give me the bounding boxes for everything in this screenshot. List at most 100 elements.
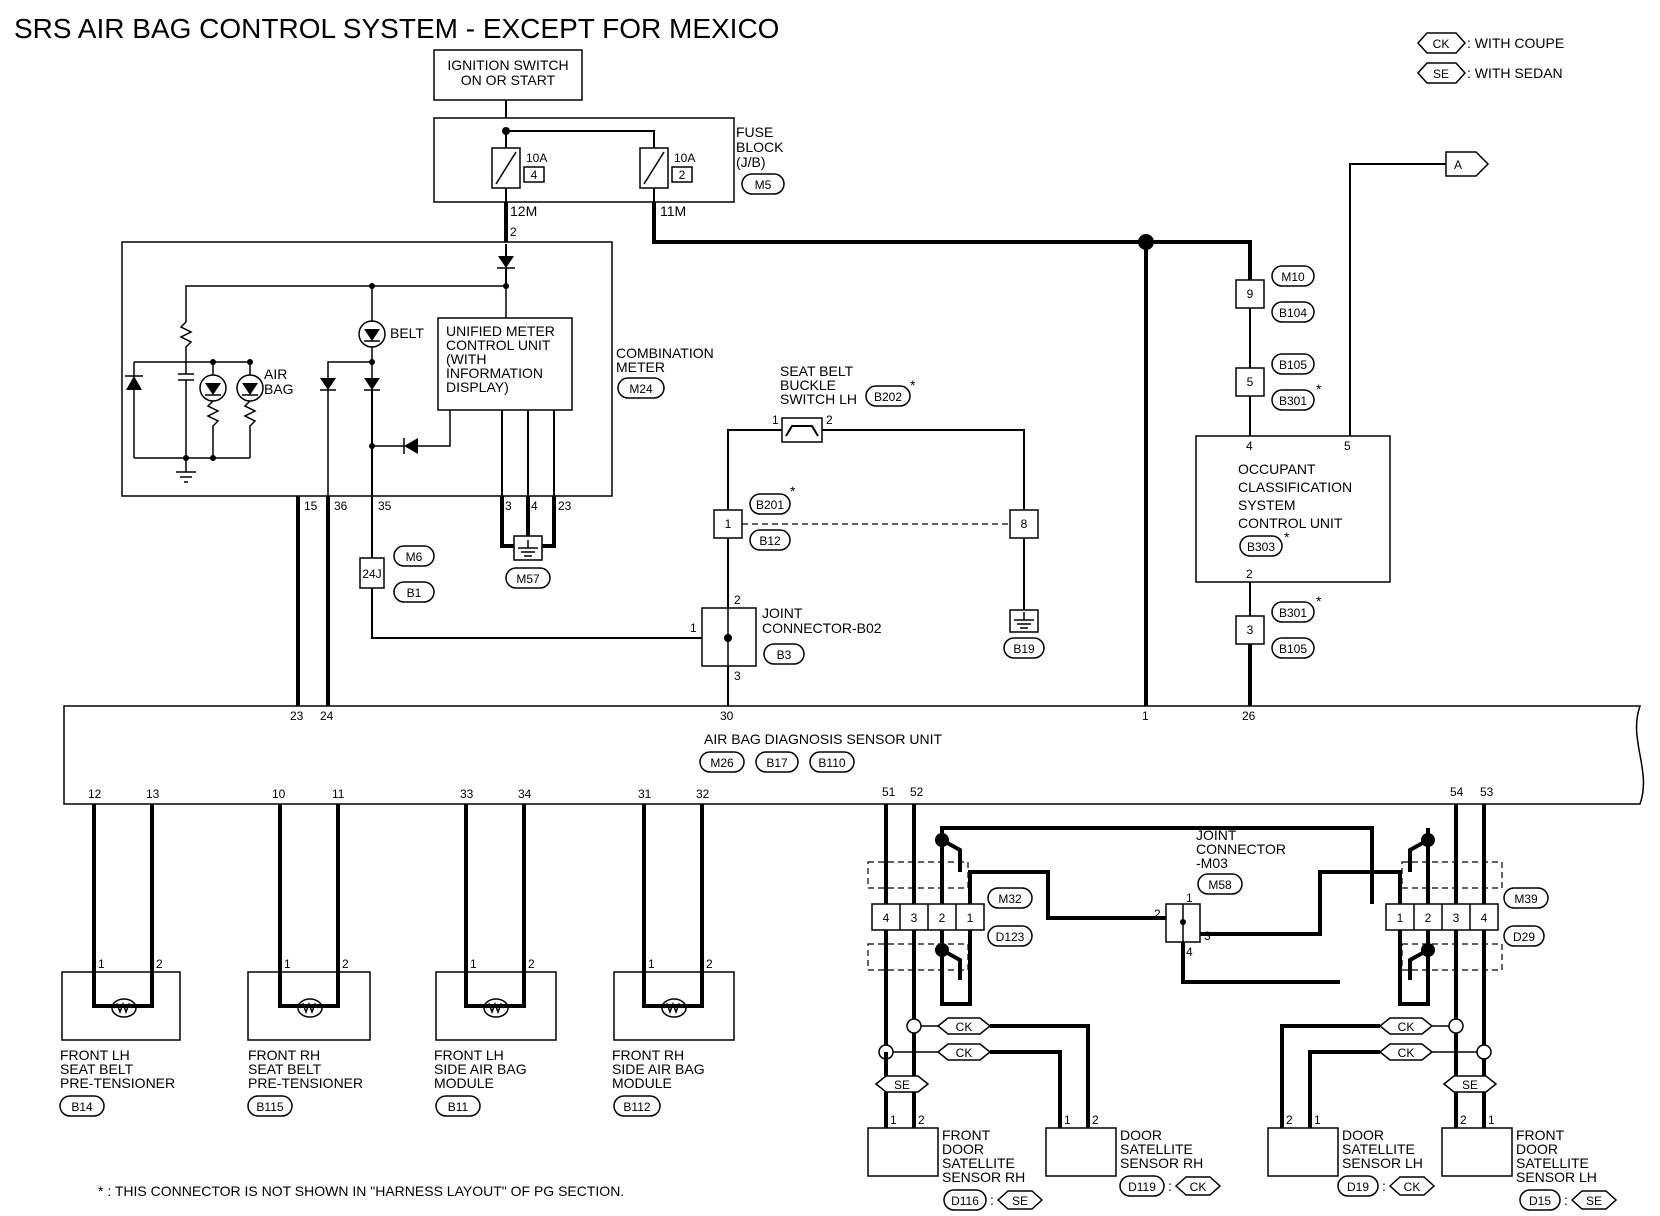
legend-sedan-tag: SE [1433,67,1449,81]
meter-pin-35: 35 [378,499,392,513]
joint-m03-label-1: JOINT [1196,827,1237,843]
diagram-title: SRS AIR BAG CONTROL SYSTEM - EXCEPT FOR … [14,13,779,44]
variant-tag-ck-3: CK [1378,1017,1434,1035]
sensor-top-pin-24: 24 [320,709,334,723]
sensor-1-line-4: SENSOR RH [942,1169,1025,1185]
sensor-1-line-2: DOOR [942,1141,984,1157]
connector-24j-pin: 24J [362,567,381,581]
sensor-2-line-2: SATELLITE [1120,1141,1193,1157]
sensor-4-line-4: SENSOR LH [1516,1169,1597,1185]
connector-pin-8: 8 [1009,509,1039,539]
load-2-line-3: PRE-TENSIONER [248,1075,363,1091]
load-3-pin-2: 2 [528,957,535,971]
connector-pin-8-label: 8 [1021,517,1028,531]
footnote: * : THIS CONNECTOR IS NOT SHOWN IN "HARN… [98,1183,624,1199]
meter-unit-line-1: UNIFIED METER [446,323,555,339]
ground-m57: M57 [505,535,551,589]
joint-m03-pin-1: 1 [1186,891,1193,905]
connector-m39-d29: 1 2 3 4 M39 D29 [1385,887,1549,947]
d123-label: D123 [996,930,1025,944]
meter-unit-line-2: CONTROL UNIT [446,337,551,353]
sensor-1-variant: SE [1012,1194,1028,1208]
harness-lower-pin: 3 [1247,623,1254,637]
fuse-terminal-11m: 11M [660,203,686,219]
load-1-connector: B14 [71,1100,93,1114]
occupant-connector: B303 [1247,540,1275,554]
seat-belt-switch-pin-1: 1 [772,413,779,427]
connector-b201-b12: 1 B201 * B12 [713,483,796,551]
sensor-front-door-satellite-lh: 2 1 FRONT DOOR SATELLITE SENSOR LH D15 :… [1441,1112,1618,1211]
sensor-front-door-satellite-rh: 1 2 FRONT DOOR SATELLITE SENSOR RH D116 … [867,1112,1044,1211]
legend-coupe-tag: CK [1433,37,1450,51]
joint-connector-m03: JOINT CONNECTOR -M03 M58 1 2 3 4 [1154,827,1286,959]
sensor-4-colon: : [1564,1192,1568,1208]
load-2-line-2: SEAT BELT [248,1061,322,1077]
sensor-4-line-3: SATELLITE [1516,1155,1589,1171]
sensor-3-colon: : [1382,1178,1386,1194]
m39-pin-2: 2 [1425,911,1432,925]
ignition-switch: IGNITION SWITCH ON OR START [433,49,583,101]
se-tag-1: SE [894,1078,910,1092]
meter-pin-4: 4 [531,499,538,513]
load-4-line-3: MODULE [612,1075,672,1091]
joint-m03-label-3: -M03 [1196,855,1228,871]
occupant-pin-5: 5 [1344,439,1351,453]
sensor-bot-pin-11: 11 [332,787,345,801]
sensor-4-connector: D15 [1529,1194,1551,1208]
seat-belt-buckle-switch: SEAT BELT BUCKLE SWITCH LH B202 * 1 2 [772,363,916,443]
m39-label: M39 [1514,892,1538,906]
sensor-2-colon: : [1168,1178,1172,1194]
ck-tag-3: CK [1398,1020,1415,1034]
airbag-lamp-label-1: AIR [264,366,287,382]
sensor-door-satellite-lh: 2 1 DOOR SATELLITE SENSOR LH D19 : CK [1267,1112,1436,1197]
harness-connector-m10-b104: 9 M10 B104 [1235,265,1315,323]
connector-b201-pin: 1 [725,517,732,531]
fuse-block: 10A 4 10A 2 FUSE BLOCK (J/B) M5 [433,117,785,203]
ck-tag-1: CK [956,1020,973,1034]
load-2-line-1: FRONT RH [248,1047,320,1063]
variant-tag-se-2: SE [1442,1075,1498,1093]
meter-unit-line-5: DISPLAY) [446,379,509,395]
ignition-line-2: ON OR START [461,72,556,88]
airbag-lamp-label-2: BAG [264,381,294,397]
sensor-bot-pin-33: 33 [460,787,474,801]
sensor-1-connector: D116 [951,1194,979,1208]
load-1-pin-1: 1 [98,957,105,971]
fuse-1-amp: 10A [526,151,547,165]
seat-belt-switch-label-1: SEAT BELT [780,363,854,379]
load-1-pin-2: 2 [156,957,163,971]
variant-tag-se-1: SE [874,1075,930,1093]
m39-pin-3: 3 [1453,911,1460,925]
load-front-lh-side-airbag: 1 2 FRONT LH SIDE AIR BAG MODULE B11 [434,957,557,1117]
sensor-1-line-1: FRONT [942,1127,991,1143]
connector-24j: 24J M6 B1 [359,545,435,603]
legend-sedan-text: : WITH SEDAN [1467,65,1563,81]
meter-pin-23: 23 [558,499,572,513]
sensor-3-line-1: DOOR [1342,1127,1384,1143]
load-2-pin-2: 2 [342,957,349,971]
load-3-connector: B11 [448,1100,469,1114]
harness-b105-pin: 5 [1247,375,1254,389]
sensor-1-line-3: SATELLITE [942,1155,1015,1171]
m39-pin-4: 4 [1481,911,1488,925]
fuse-block-label-2: BLOCK [736,139,784,155]
harness-b301-star: * [1316,381,1322,397]
sensor-3-pin-a: 2 [1286,1113,1293,1127]
fuse-10a-4: 10A 4 [491,147,547,189]
load-front-rh-side-airbag: 1 2 FRONT RH SIDE AIR BAG MODULE B112 [612,957,735,1117]
joint-connector-b02: 2 1 3 JOINT CONNECTOR-B02 B3 [690,593,882,683]
joint-m03-pin-2: 2 [1154,907,1161,921]
sensor-conn-m26: M26 [710,756,734,770]
sensor-4-pin-b: 1 [1488,1113,1495,1127]
sensor-bot-pin-32: 32 [696,787,710,801]
legend-sedan: SE : WITH SEDAN [1416,62,1563,84]
connector-m32-d123: 4 3 2 1 M32 D123 [871,887,1033,947]
ck-tag-4: CK [1398,1046,1415,1060]
m39-pin-1: 1 [1397,911,1404,925]
meter-pin-36: 36 [334,499,348,513]
sensor-2-pin-a: 1 [1064,1113,1071,1127]
meter-pin-3: 3 [505,499,512,513]
loads [92,804,704,1006]
load-3-pin-1: 1 [470,957,477,971]
